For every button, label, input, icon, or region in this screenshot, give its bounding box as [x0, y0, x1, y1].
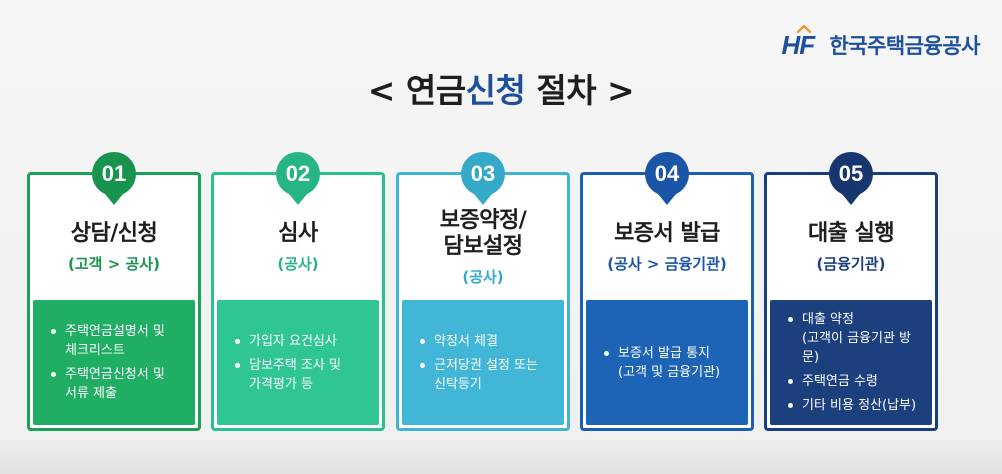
step-number-badge: 05 — [829, 152, 873, 205]
step-title: 심사 — [278, 220, 318, 246]
step-number-badge: 03 — [461, 152, 505, 205]
step-subtitle: (공사) — [462, 267, 504, 286]
step-title: 대출 실행 — [807, 220, 895, 246]
roof-icon — [797, 25, 812, 33]
step-detail-item: 담보주택 조사 및 가격평가 등 — [235, 356, 369, 394]
step-details: 보증서 발급 통지 (고객 및 금융기관) — [586, 300, 748, 425]
step-number-badge: 01 — [92, 152, 136, 205]
step-detail-item: 주택연금설명서 및 체크리스트 — [51, 322, 185, 360]
footer-shade — [0, 438, 1002, 474]
step-detail-item: 가입자 요건심사 — [235, 332, 369, 351]
step-detail-item: 주택연금 수령 — [788, 372, 922, 391]
step-detail-item: 대출 약정 (고객이 금융기관 방문) — [788, 310, 922, 367]
step-subtitle: (공사 > 금융기관) — [607, 254, 727, 273]
step-title: 보증서 발급 — [614, 220, 720, 246]
step-title: 보증약정/ 담보설정 — [439, 207, 527, 259]
step-detail-item: 근저당권 설정 또는 신탁등기 — [420, 356, 554, 394]
step-subtitle: (금융기관) — [816, 254, 886, 273]
page-title: < 연금신청 절차 > — [367, 71, 635, 110]
step-header: 보증서 발급 (공사 > 금융기관) — [583, 175, 751, 301]
step-subtitle: (고객 > 공사) — [68, 254, 160, 273]
step-card-04: 04 보증서 발급 (공사 > 금융기관) 보증서 발급 통지 (고객 및 금융기관) — [580, 152, 754, 431]
logo-name: 한국주택금융공사 — [829, 34, 980, 58]
step-header: 심사 (공사) — [214, 175, 382, 301]
step-detail-item: 주택연금신청서 및 서류 제출 — [51, 365, 185, 403]
step-header: 보증약정/ 담보설정 (공사) — [399, 175, 567, 301]
step-detail-item: 기타 비용 정산(납부) — [788, 396, 922, 415]
step-number-badge: 04 — [645, 152, 689, 205]
step-title: 상담/신청 — [70, 220, 158, 246]
step-header: 상담/신청 (고객 > 공사) — [30, 175, 198, 301]
step-header: 대출 실행 (금융기관) — [767, 175, 935, 301]
hf-logo-mark: HF — [781, 25, 821, 58]
step-subtitle: (공사) — [277, 254, 319, 273]
step-detail-item: 보증서 발급 통지 (고객 및 금융기관) — [604, 344, 738, 382]
step-number-badge: 02 — [276, 152, 320, 205]
step-detail-item: 약정서 체결 — [420, 332, 554, 351]
hf-logo: HF 한국주택금융공사 — [781, 25, 980, 60]
